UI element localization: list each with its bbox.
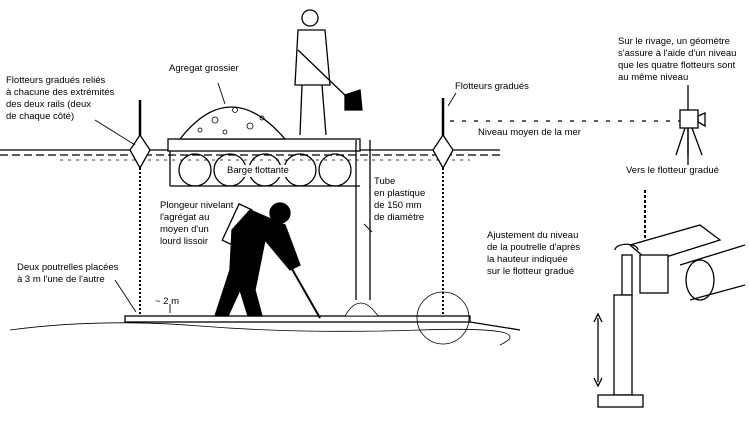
float-left [129,100,151,318]
label-line: en plastique [374,188,426,199]
surveyor-level [675,85,706,165]
barge [167,138,361,187]
sea-level-label: Niveau moyen de la mer [477,127,582,139]
label-line: moyen d'un [160,224,209,235]
label-line: s'assure à l'aide d'un niveau [618,48,737,59]
label-line: que les quatre flotteurs sont [618,60,736,71]
label-line: à 3 m l'une de l'autre [17,274,105,285]
toward-float-label: Vers le flotteur gradué [625,165,720,177]
worker-figure [294,9,363,136]
label-line: à chacune des extrémités [6,87,115,98]
diver-label: Plongeur nivelant l'agrégat au moyen d'u… [160,200,233,248]
label-line: lourd lissoir [160,236,209,247]
label-line: Tube [374,176,396,187]
label-line: Ajustement du niveau [487,230,579,241]
label-line: Deux poutrelles placées [17,262,119,273]
float-right [432,98,454,318]
beams-label: Deux poutrelles placées à 3 m l'une de l… [17,262,118,286]
floats-right-label: Flotteurs gradués [455,81,529,92]
label-line: de 150 mm [374,200,422,211]
label-line: au même niveau [618,72,689,83]
label-line: la hauteur indiquée [487,254,568,265]
label-line: de diamètre [374,212,425,223]
aggregate-pile [178,106,287,140]
label-line: de la poutrelle d'après [487,242,581,253]
leader-lines [94,82,457,313]
tube-label: Tube en plastique de 150 mm de diamètre [374,176,425,224]
floats-left-label: Flotteurs gradués reliés à chacune des e… [6,75,114,123]
surveyor-label: Sur le rivage, un géomètre s'assure à l'… [618,36,736,84]
seabed [9,291,521,346]
label-line: Flotteurs gradués reliés [6,75,106,86]
aggregate-texture [197,107,265,135]
label-line: Sur le rivage, un géomètre [618,36,730,47]
diver-figure [214,202,321,319]
plastic-tube [355,140,371,300]
spacing-label: ~ 2 m [155,296,180,307]
label-line: de chaque côté) [6,111,75,122]
aggregate-label: Agregat grossier [168,63,240,75]
label-line: des deux rails (deux [6,99,92,110]
jack-detail [593,190,746,408]
label-line: sur le flotteur gradué [487,266,575,277]
label-line: l'agrégat au [160,212,210,223]
label-line: Plongeur nivelant [160,200,234,211]
barge-label: Barge flottante [226,165,290,177]
adjustment-label: Ajustement du niveau de la poutrelle d'a… [487,230,580,278]
